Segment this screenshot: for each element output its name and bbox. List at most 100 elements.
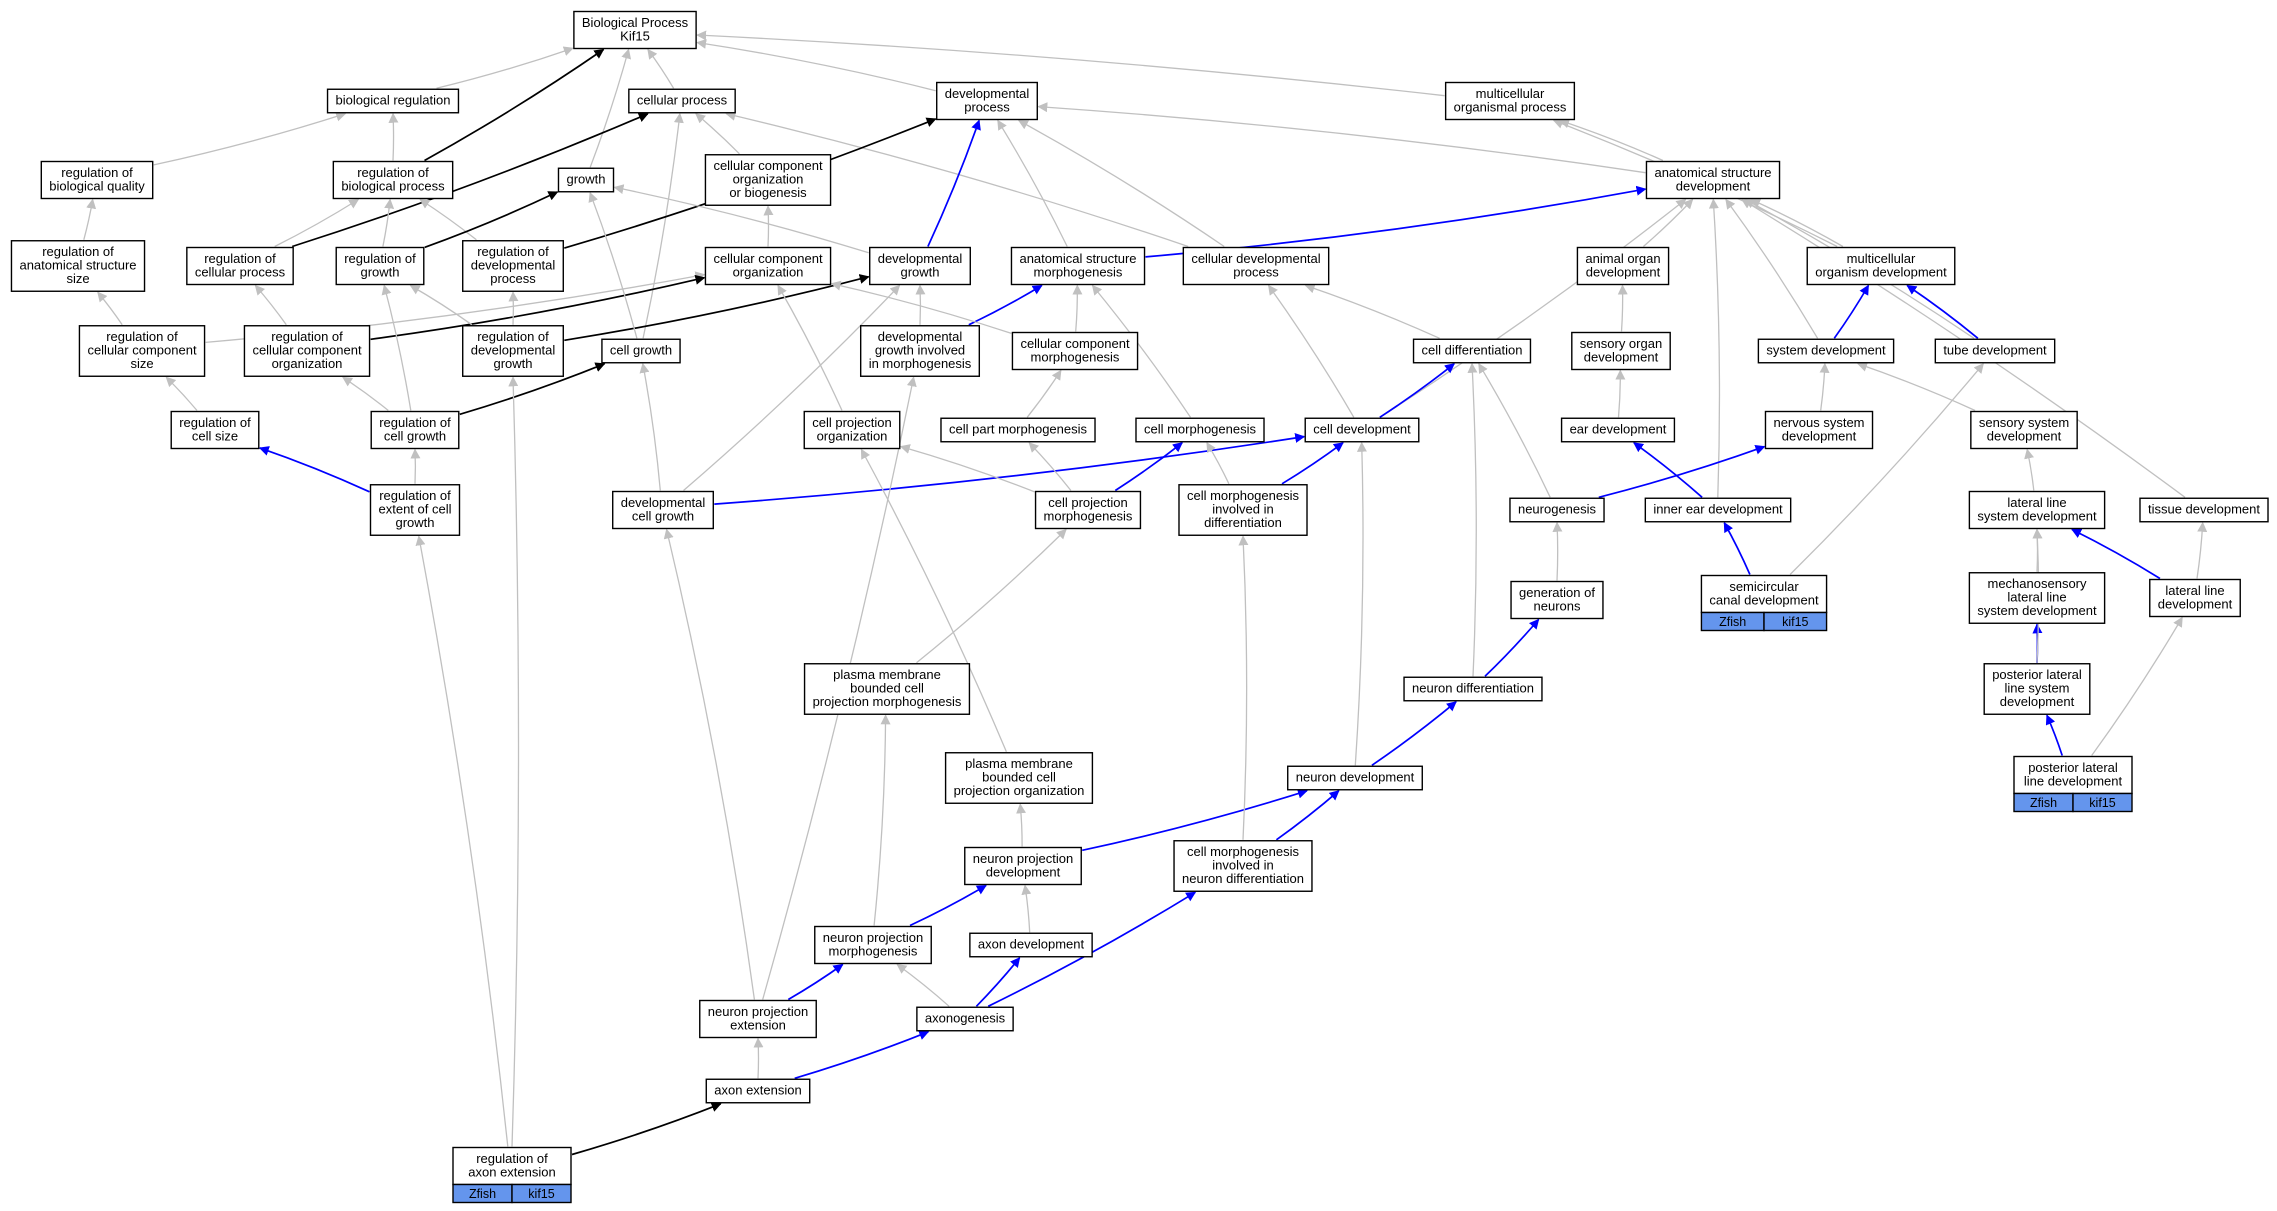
node-label: cell part morphogenesis: [949, 422, 1088, 437]
edge-neurondev-to-celldev: [1354, 441, 1367, 766]
node-label: developmental: [471, 258, 556, 273]
node-tubedev[interactable]: tube development: [1934, 338, 2056, 364]
node-innereardev[interactable]: inner ear development: [1644, 497, 1792, 523]
node-box: [462, 240, 564, 292]
node-box: [964, 846, 1082, 886]
node-box: [1010, 246, 1146, 286]
node-sysdev[interactable]: system development: [1757, 338, 1895, 364]
node-label: cellular component: [1020, 336, 1130, 351]
node-axondev[interactable]: axon development: [969, 932, 1093, 958]
node-label: development: [1584, 349, 1659, 364]
node-label: plasma membrane: [833, 667, 941, 682]
node-neurogenesis[interactable]: neurogenesis: [1509, 497, 1605, 523]
node-tissuedev[interactable]: tissue development: [2139, 497, 2269, 523]
node-box: [2139, 497, 2269, 523]
edge-neuronprojdev-to-pmbcpo: [1016, 803, 1027, 847]
node-growth[interactable]: growth: [557, 167, 615, 193]
node-cellgrowth[interactable]: cell growth: [601, 338, 681, 364]
node-neurondiff[interactable]: neuron differentiation: [1403, 676, 1543, 702]
node-box: [573, 10, 697, 50]
edge-regcellgrowth-to-reggrowth: [381, 284, 412, 411]
edge-regccorg-to-ccorg: [370, 274, 706, 341]
node-box: [2013, 755, 2133, 795]
node-label: development: [986, 864, 1061, 879]
node-box: [628, 88, 736, 114]
node-bioreg[interactable]: biological regulation: [326, 88, 460, 114]
node-box: [2149, 578, 2241, 618]
node-box: [1968, 572, 2106, 624]
node-celldiff[interactable]: cell differentiation: [1412, 338, 1532, 364]
node-label: regulation of: [204, 251, 276, 266]
node-label: developmental: [878, 329, 963, 344]
edge-ccorg-to-ccob: [763, 205, 774, 247]
node-label: canal development: [1709, 592, 1819, 607]
edge-asdev-to-multorg: [1559, 118, 1664, 162]
node-label: organization: [272, 356, 343, 371]
node-eardev[interactable]: ear development: [1560, 417, 1676, 443]
node-label: line system: [2004, 681, 2069, 696]
node-box: [186, 246, 294, 286]
node-cellpartmorph[interactable]: cell part morphogenesis: [940, 417, 1096, 443]
node-axonext[interactable]: axon extension: [705, 1078, 811, 1104]
edge-axonext-to-neuronprojext: [753, 1037, 764, 1079]
node-cellmorph[interactable]: cell morphogenesis: [1135, 417, 1265, 443]
edge-cellgrowth-to-cellproc: [642, 112, 684, 339]
node-celldev[interactable]: cell development: [1304, 417, 1420, 443]
node-label: lateral line: [2007, 590, 2066, 605]
edge-devcellgrowth-to-celldev: [714, 433, 1306, 505]
node-axonogenesis[interactable]: axonogenesis: [916, 1006, 1014, 1032]
node-label: axon extension: [468, 1164, 555, 1179]
node-cellproc[interactable]: cellular process: [628, 88, 736, 114]
tag-cell: [2072, 792, 2133, 813]
node-neurondev[interactable]: neuron development: [1287, 765, 1423, 791]
node-label: ear development: [1570, 422, 1667, 437]
tag-label: kif15: [2089, 796, 2115, 810]
